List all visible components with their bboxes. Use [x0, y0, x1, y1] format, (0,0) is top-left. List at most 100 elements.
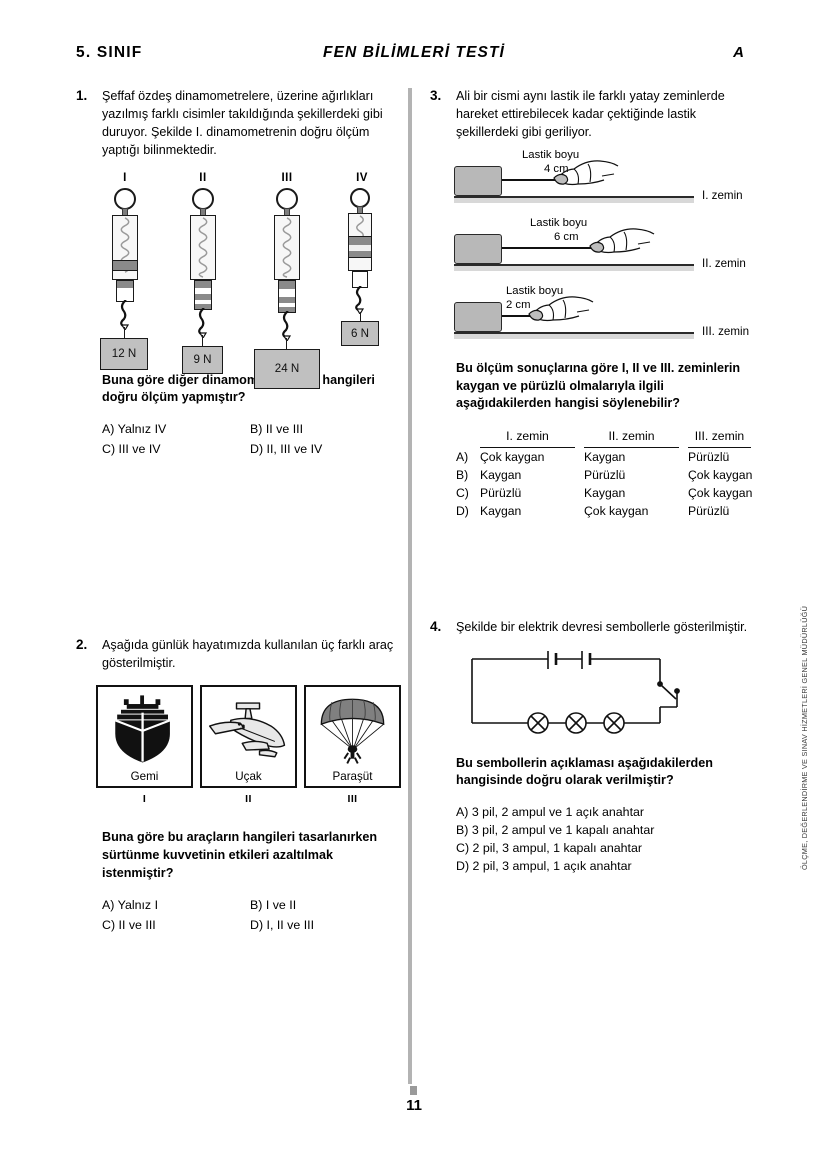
right-column: 3. Ali bir cismi aynı lastik ile farklı … — [430, 88, 760, 876]
question-4: 4. Şekilde bir elektrik devresi sembolle… — [430, 619, 760, 877]
dynamometer-2-label: II — [199, 171, 207, 184]
option-cell: Pürüzlü — [688, 504, 730, 519]
surface-label-3: III. zemin — [702, 324, 750, 338]
hand-icon — [528, 295, 594, 321]
rod-band — [279, 306, 295, 312]
option-1-B[interactable]: B) II ve III — [250, 422, 304, 437]
option-4-C[interactable]: C) 2 pil, 3 ampul, 1 kapalı anahtar — [456, 841, 642, 856]
block-3 — [454, 301, 502, 332]
left-column: 1. Şeffaf özdeş dinamometrelere, üzerine… — [76, 88, 401, 935]
parachute-icon — [320, 698, 385, 764]
rod-band — [279, 296, 295, 303]
question-1-ask: Buna göre diğer dinamometrelerden hangil… — [102, 372, 375, 405]
option-cell: Çok kaygan — [688, 486, 753, 501]
column-divider — [408, 88, 412, 1084]
question-3-answer-table: I. zemin II. zemin III. zemin A) Çok kay… — [456, 427, 760, 520]
option-cell: Çok kaygan — [584, 504, 649, 519]
option-2-A[interactable]: A) Yalnız I — [102, 897, 159, 912]
ground-shadow-2 — [454, 265, 694, 271]
question-1-number: 1. — [76, 88, 88, 103]
vehicle-card-parachute: Paraşüt — [304, 684, 401, 788]
vehicle-roman-3: III — [347, 792, 358, 805]
option-2-C[interactable]: C) II ve III — [102, 917, 156, 932]
sidebar-credit-text: ÖLÇME, DEĞERLENDİRME VE SINAV HİZMETLERİ… — [800, 605, 809, 870]
option-1-D[interactable]: D) II, III ve IV — [250, 442, 323, 457]
option-3-A[interactable]: A) Çok kaygan Kaygan Pürüzlü — [456, 448, 760, 466]
answer-col-header-3: III. zemin — [688, 427, 751, 448]
question-4-options: A) 3 pil, 2 ampul ve 1 açık anahtar B) 3… — [456, 804, 760, 876]
vehicles-figure: Gemi I — [96, 684, 401, 815]
surface-1: Lastik boyu 4 cm I. zem — [454, 148, 754, 212]
option-4-A[interactable]: A) 3 pil, 2 ampul ve 1 açık anahtar — [456, 805, 645, 820]
question-2: 2. Aşağıda günlük hayatımızda kullanılan… — [76, 637, 401, 935]
option-3-B[interactable]: B) Kaygan Pürüzlü Çok kaygan — [456, 466, 760, 484]
option-3-D[interactable]: D) Kaygan Çok kaygan Pürüzlü — [456, 502, 760, 520]
rubber-caption-2: Lastik boyu 6 cm — [530, 216, 588, 243]
hook-icon — [120, 299, 130, 330]
weight-box-3: 24 N — [254, 348, 320, 389]
question-2-stem: Aşağıda günlük hayatımızda kullanılan üç… — [102, 638, 394, 671]
dynamometer-3-body — [274, 214, 300, 280]
weight-box-4: 6 N — [341, 320, 379, 346]
option-2-B[interactable]: B) I ve II — [250, 897, 297, 912]
page-number: 11 — [406, 1097, 422, 1114]
hand-icon — [589, 227, 655, 253]
dynamometer-1-label: I — [123, 171, 127, 184]
option-cell: Pürüzlü — [480, 486, 522, 501]
option-key: B) — [456, 467, 469, 482]
rod-band — [195, 303, 211, 309]
vehicle-roman-1: I — [142, 792, 147, 805]
hanging-line — [202, 334, 204, 347]
answer-table-header: I. zemin II. zemin III. zemin — [456, 427, 760, 448]
circuit-diagram — [471, 648, 680, 734]
hook-icon — [355, 285, 365, 314]
block-2 — [454, 233, 502, 264]
rod-band — [117, 280, 133, 288]
option-cell: Pürüzlü — [688, 449, 730, 464]
rubber-band-2 — [502, 246, 594, 249]
dynamometer-1-rod — [116, 279, 134, 302]
option-1-A[interactable]: A) Yalnız IV — [102, 422, 167, 437]
booklet-code: A — [733, 44, 744, 61]
hanging-line — [286, 337, 288, 349]
hanging-line — [360, 311, 362, 321]
vehicle-card-ship: Gemi — [96, 684, 193, 788]
option-cell: Çok kaygan — [480, 449, 545, 464]
dynamometer-3-rod — [278, 279, 296, 313]
vehicle-card-airplane: Uçak — [200, 684, 297, 788]
dynamometer-4: IV — [330, 172, 394, 372]
option-cell: Çok kaygan — [688, 467, 753, 482]
question-4-number: 4. — [430, 618, 442, 634]
dynamometer-2-rod — [194, 279, 212, 310]
weight-box-1: 12 N — [100, 337, 148, 370]
vehicle-name-parachute: Paraşüt — [332, 769, 373, 783]
question-2-number: 2. — [76, 637, 88, 653]
answer-col-header-2: II. zemin — [584, 427, 679, 448]
vehicle-name-ship: Gemi — [130, 769, 159, 783]
dynamometer-4-body — [348, 212, 372, 271]
ring-icon — [276, 187, 298, 210]
option-1-C[interactable]: C) III ve IV — [102, 442, 161, 457]
rod-band — [195, 280, 211, 288]
vehicle-roman-2: II — [245, 792, 252, 805]
option-4-B[interactable]: B) 3 pil, 2 ampul ve 1 kapalı anahtar — [456, 823, 655, 838]
question-2-options: A) Yalnız I B) I ve II C) II ve III D) I… — [102, 897, 396, 935]
answer-col-header-1: I. zemin — [480, 427, 575, 448]
weight-box-2: 9 N — [182, 345, 223, 374]
ground-line-3 — [454, 331, 694, 335]
question-3-stem: Ali bir cismi aynı lastik ile farklı yat… — [456, 89, 725, 139]
surface-label-2: II. zemin — [702, 256, 746, 270]
grade-label: 5. SINIF — [76, 44, 143, 61]
option-4-D[interactable]: D) 2 pil, 3 ampul, 1 açık anahtar — [456, 859, 632, 874]
spring-icon — [282, 216, 292, 278]
option-3-C[interactable]: C) Pürüzlü Kaygan Çok kaygan — [456, 484, 760, 502]
rod-band — [279, 280, 295, 289]
dynamometer-1: I — [90, 172, 160, 372]
question-1: 1. Şeffaf özdeş dinamometrelere, üzerine… — [76, 88, 396, 459]
option-cell: Kaygan — [584, 449, 626, 464]
ground-line-2 — [454, 263, 694, 267]
ring-icon — [350, 187, 370, 208]
option-2-D[interactable]: D) I, II ve III — [250, 917, 315, 932]
circuit-figure — [464, 648, 760, 743]
block-1 — [454, 165, 502, 196]
